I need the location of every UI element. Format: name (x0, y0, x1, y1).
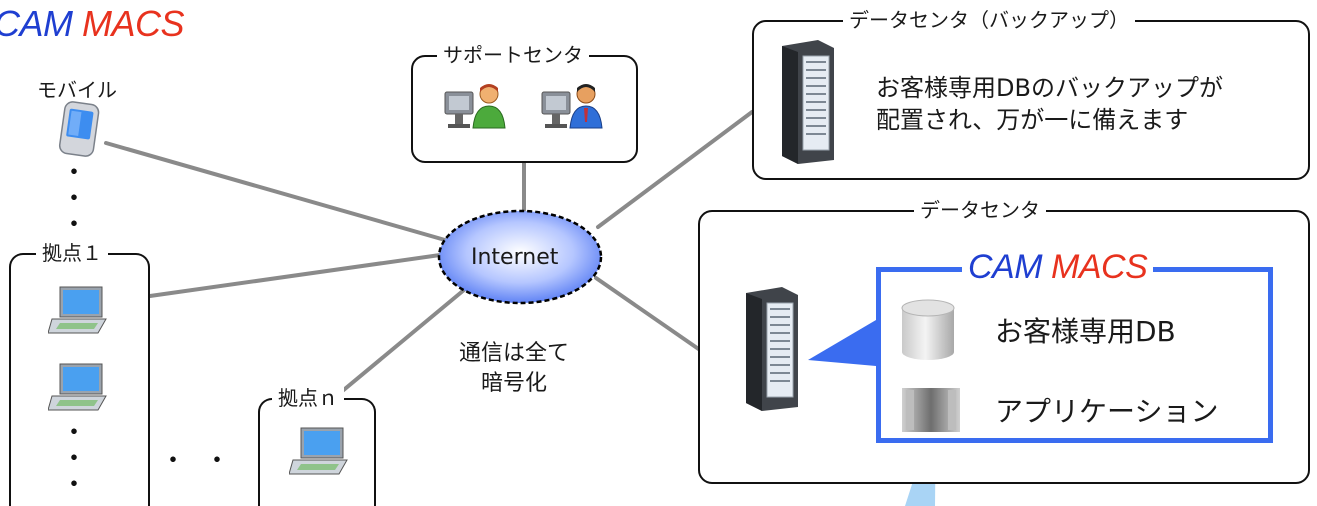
line-datacenter-internet (594, 276, 702, 352)
backup-description-line2: 配置され、万が一に備えます (876, 106, 1189, 134)
internet-label: Internet (471, 245, 559, 270)
backup-description-line1: お客様専用DBのバックアップが (876, 74, 1223, 102)
customer-db-label: お客様専用DB (995, 315, 1176, 348)
line-backup-internet (596, 110, 754, 229)
backup-datacenter-label: データセンタ（バックアップ） (843, 8, 1135, 32)
cammacs-frame-title: CAM MACS (962, 248, 1154, 286)
brand-logo: CAM MACS (0, 3, 185, 44)
sites-ellipsis-dots: ・・・ (160, 446, 293, 476)
datacenter-label: データセンタ (914, 198, 1046, 222)
siten-label: 拠点ｎ (272, 386, 344, 410)
brand-word-cam: CAM (0, 3, 73, 44)
laptop-icon-site1-b (48, 363, 107, 411)
application-label: アプリケーション (995, 395, 1219, 428)
brand-word-macs: MACS (82, 3, 185, 44)
application-icon (902, 388, 960, 432)
laptop-icon-siten (289, 427, 348, 475)
datacenter-server-icon (746, 287, 798, 411)
support-center-label: サポートセンタ (437, 43, 589, 67)
line-site1-internet (148, 253, 442, 298)
encryption-note-line1: 通信は全て (459, 341, 570, 366)
site1-label: 拠点１ (36, 241, 108, 265)
support-center-box (411, 55, 638, 163)
line-siten-internet (338, 283, 472, 395)
backup-datacenter-box (752, 20, 1310, 180)
pda-icon (58, 101, 100, 157)
server-pointer-wedge (808, 320, 876, 366)
support-staff-icon-1 (444, 84, 506, 129)
mobile-label: モバイル (37, 78, 117, 102)
laptop-icon-site1-a (48, 286, 107, 334)
backup-server-icon (782, 40, 834, 164)
cammacs-title-cam: CAM (968, 248, 1043, 286)
cammacs-title-macs: MACS (1051, 248, 1148, 286)
support-staff-icon-2 (541, 84, 603, 129)
mobile-ellipsis-dots: ・・・ (61, 158, 88, 240)
site1-ellipsis-dots: ・・・ (61, 418, 88, 500)
database-icon (901, 299, 955, 360)
internet-cloud (437, 209, 603, 305)
line-mobile-internet (104, 141, 447, 242)
encryption-note-line2: 暗号化 (481, 371, 548, 396)
